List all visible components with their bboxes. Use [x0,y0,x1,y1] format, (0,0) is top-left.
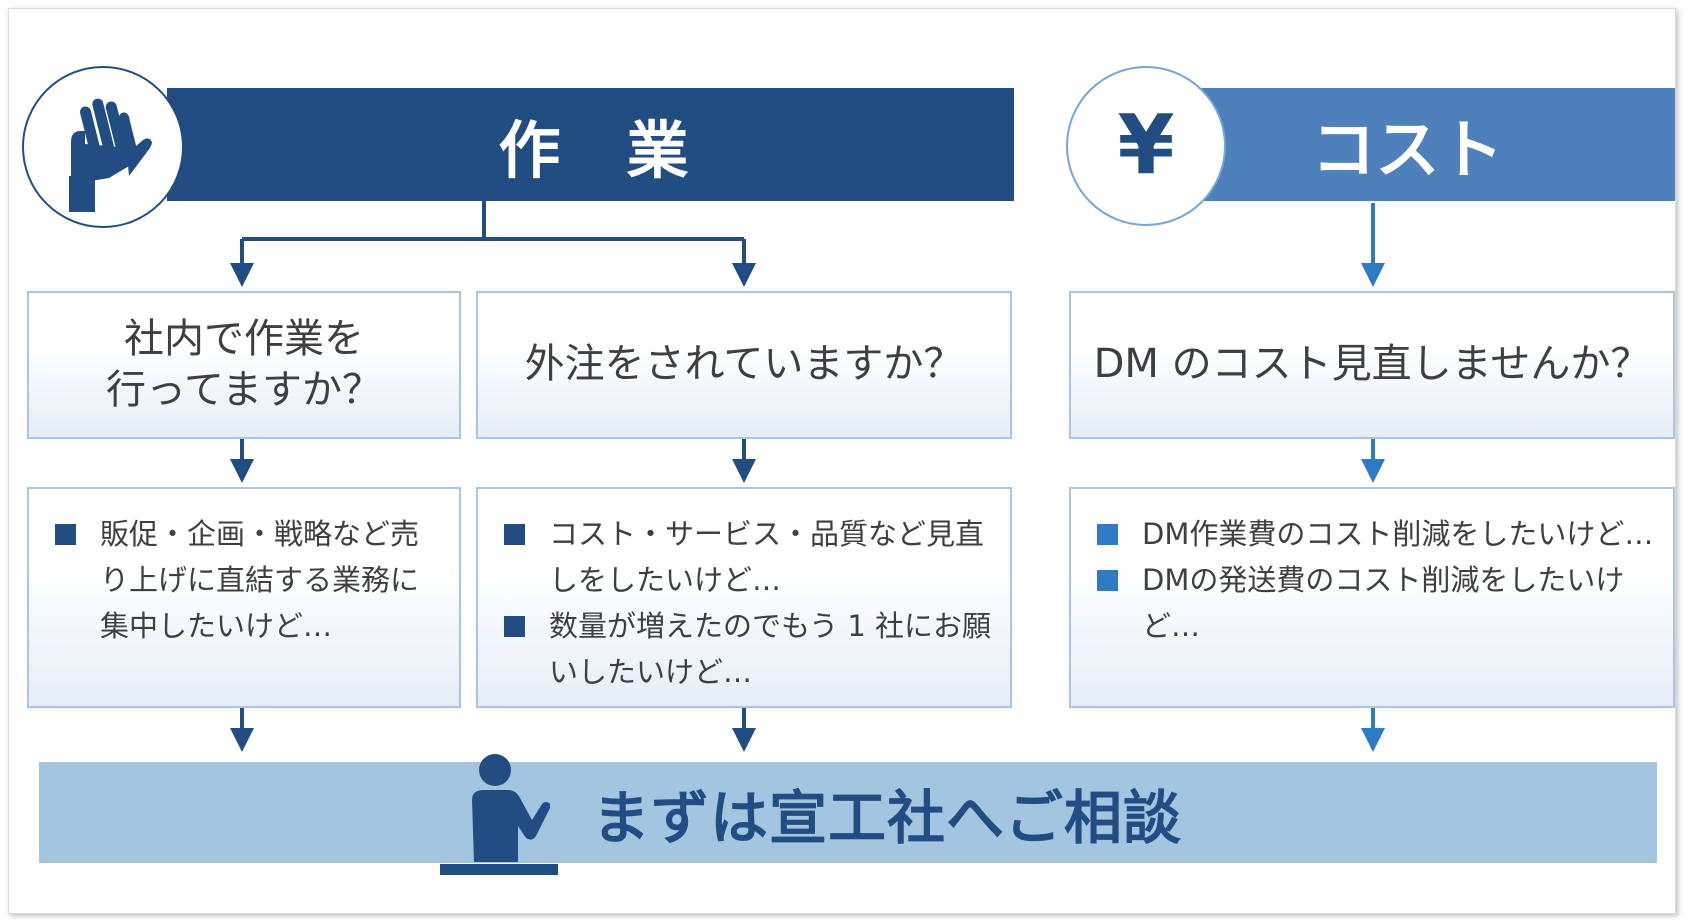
question-box-cost: DM のコスト見直しませんか？ [1069,291,1675,439]
bullet-square [1097,570,1118,591]
cost-header-title: コスト [1311,113,1504,188]
bullet-square [1097,524,1118,545]
consult-banner [39,762,1657,863]
detail-text: DMの発送費のコスト削減をしたいけど… [1142,563,1625,643]
list-item: コスト・サービス・品質など見直しをしたいけど… [504,511,992,603]
work-header-banner: 作 業 [167,88,1014,201]
question-outsource-text: 外注をされていますか？ [524,341,964,388]
list-item: 数量が増えたのでもう 1 社にお願いしたいけど… [504,603,992,695]
question-box-outsource: 外注をされていますか？ [476,291,1012,439]
detail-text: DM作業費のコスト削減をしたいけど… [1142,517,1654,551]
question-box-inhouse: 社内で作業を 行ってますか？ [27,291,461,439]
cost-header-banner: コスト [1200,88,1675,201]
hand-icon [69,98,152,212]
consult-text: まずは宣工社へご相談 [592,784,1183,852]
person-at-desk-icon [440,754,558,875]
list-item: DM作業費のコスト削減をしたいけど… [1097,511,1655,557]
detail-text: 数量が増えたのでもう 1 社にお願いしたいけど… [549,609,992,689]
cost-icon-circle: ¥ [1066,66,1226,226]
list-item: DMの発送費のコスト削減をしたいけど… [1097,557,1655,649]
detail-text: コスト・サービス・品質など見直しをしたいけど… [549,517,985,597]
yen-icon: ¥ [1117,98,1175,193]
detail-text: 販促・企画・戦略など売り上げに直結する業務に集中したいけど… [100,517,420,643]
list-item: 販促・企画・戦略など売り上げに直結する業務に集中したいけど… [55,511,441,649]
detail-box-outsource: コスト・サービス・品質など見直しをしたいけど… 数量が増えたのでもう 1 社にお… [476,487,1012,708]
work-header-title: 作 業 [498,113,691,187]
detail-box-inhouse: 販促・企画・戦略など売り上げに直結する業務に集中したいけど… [27,487,461,708]
question-inhouse-text: 社内で作業を 行ってますか？ [106,315,382,413]
bullet-square [504,524,525,545]
work-icon-circle [22,66,184,228]
question-cost-text: DM のコスト見直しませんか？ [1093,341,1651,388]
work-branch-connector [242,201,744,241]
bullet-square [55,524,76,545]
detail-box-cost: DM作業費のコスト削減をしたいけど… DMの発送費のコスト削減をしたいけど… [1069,487,1675,708]
bullet-square [504,616,525,637]
